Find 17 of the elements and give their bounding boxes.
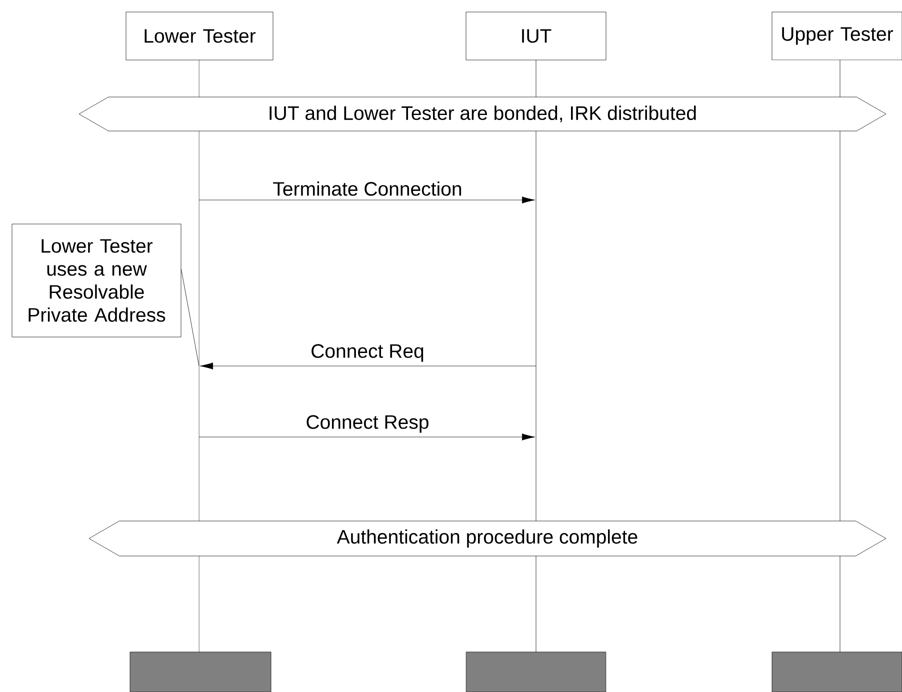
participant-box: Upper Tester [772, 12, 902, 60]
state-banner: IUT and Lower Tester are bonded, IRK distributed [78, 96, 886, 132]
message-arrow [198, 434, 535, 440]
message-arrow [200, 362, 536, 370]
message-arrow [198, 196, 535, 204]
state-banner: Authentication procedure complete [88, 520, 886, 556]
participant-box: Lower Tester [126, 12, 274, 60]
participant-end-box [130, 652, 272, 692]
note-box: Lower Tester uses a new Resolvable Private Address [12, 224, 182, 338]
participant-end-box [466, 652, 606, 692]
message-label: Terminate Connection [273, 181, 462, 196]
participant-box: IUT [466, 12, 606, 60]
participant-end-box [772, 652, 902, 692]
message-label: Connect Resp [306, 415, 428, 433]
lifeline [198, 60, 200, 652]
message-label: Connect Req [312, 344, 424, 362]
leader-line [181, 268, 200, 366]
